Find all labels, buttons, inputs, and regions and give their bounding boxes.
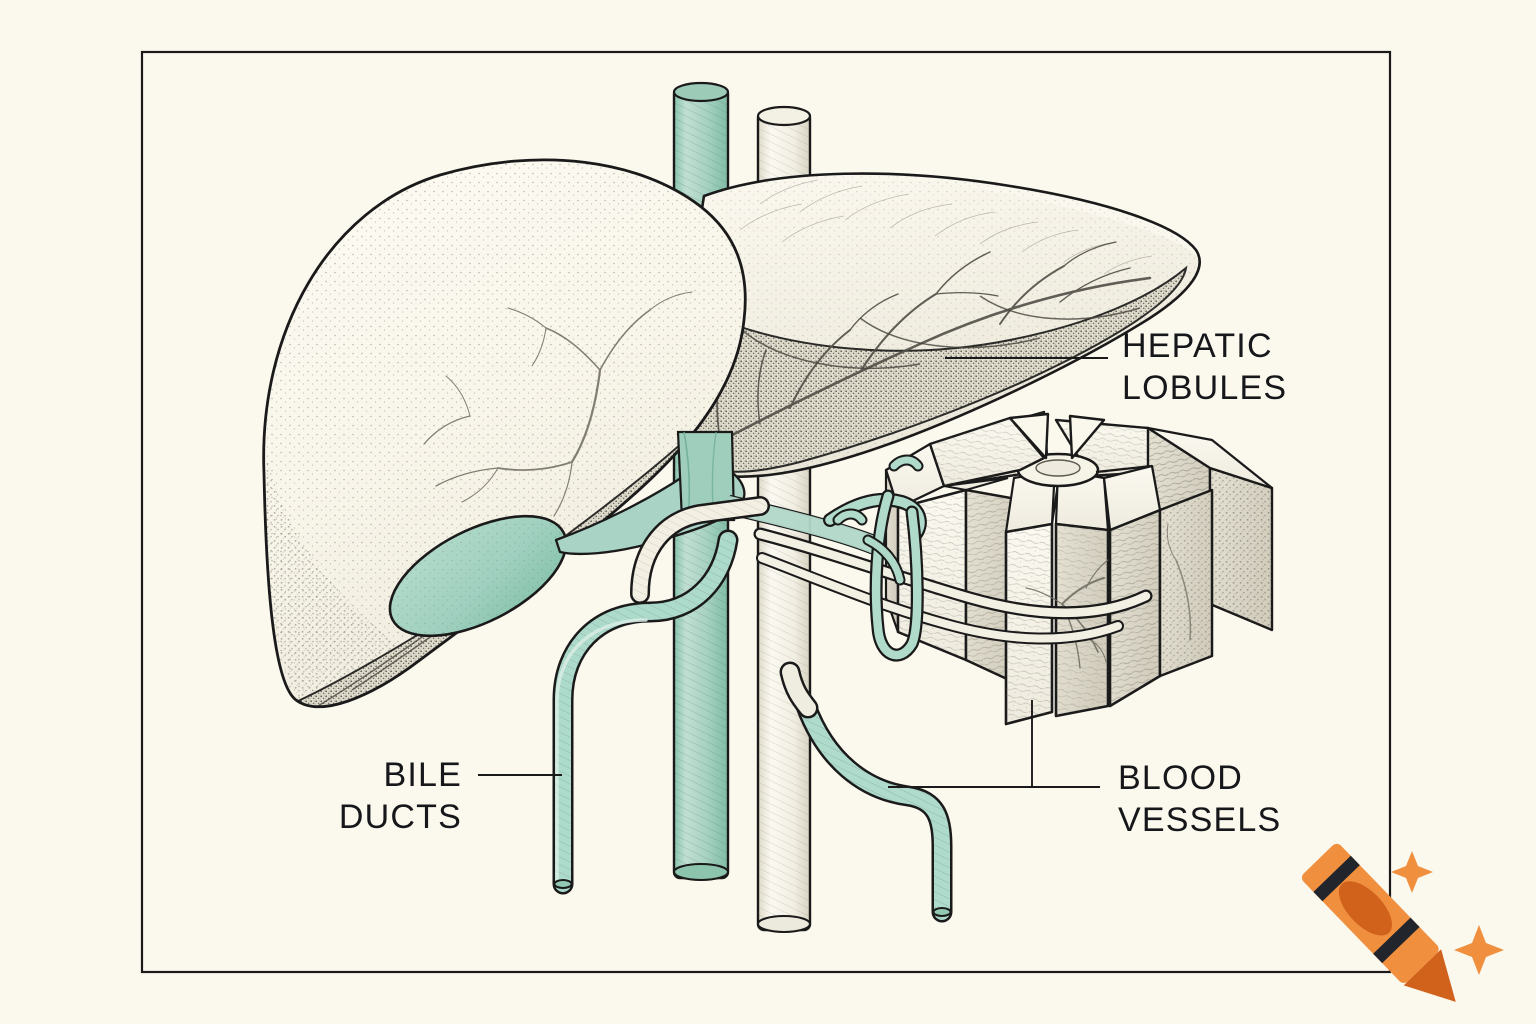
label-hepatic-lobules: HEPATIC LOBULES	[945, 327, 1287, 407]
label-bile-ducts: BILE DUCTS	[339, 756, 562, 836]
label-bile-ducts-line1: BILE	[383, 756, 462, 794]
illustration-border	[140, 50, 1392, 974]
label-blood-vessels-line2: VESSELS	[1118, 801, 1281, 839]
sinusoid-vessels	[753, 454, 1153, 662]
label-hepatic-lobules-line2: LOBULES	[1122, 369, 1287, 407]
label-hepatic-lobules-line1: HEPATIC	[1122, 327, 1273, 365]
label-blood-vessels: BLOOD VESSELS	[888, 700, 1281, 839]
crayon-logo	[1301, 843, 1504, 1002]
common-bile-duct	[552, 529, 739, 895]
lobule-wedge-right	[1102, 464, 1214, 708]
lobule-wedge-front-right	[1025, 468, 1110, 718]
left-hepatic-lobe	[262, 158, 747, 709]
label-bile-ducts-line2: DUCTS	[339, 798, 462, 836]
portal-vein-branch	[630, 496, 953, 923]
lobule-top-texture	[930, 418, 1044, 486]
label-blood-vessels-line1: BLOOD	[1118, 759, 1243, 797]
sparkle-icon	[1391, 851, 1504, 975]
